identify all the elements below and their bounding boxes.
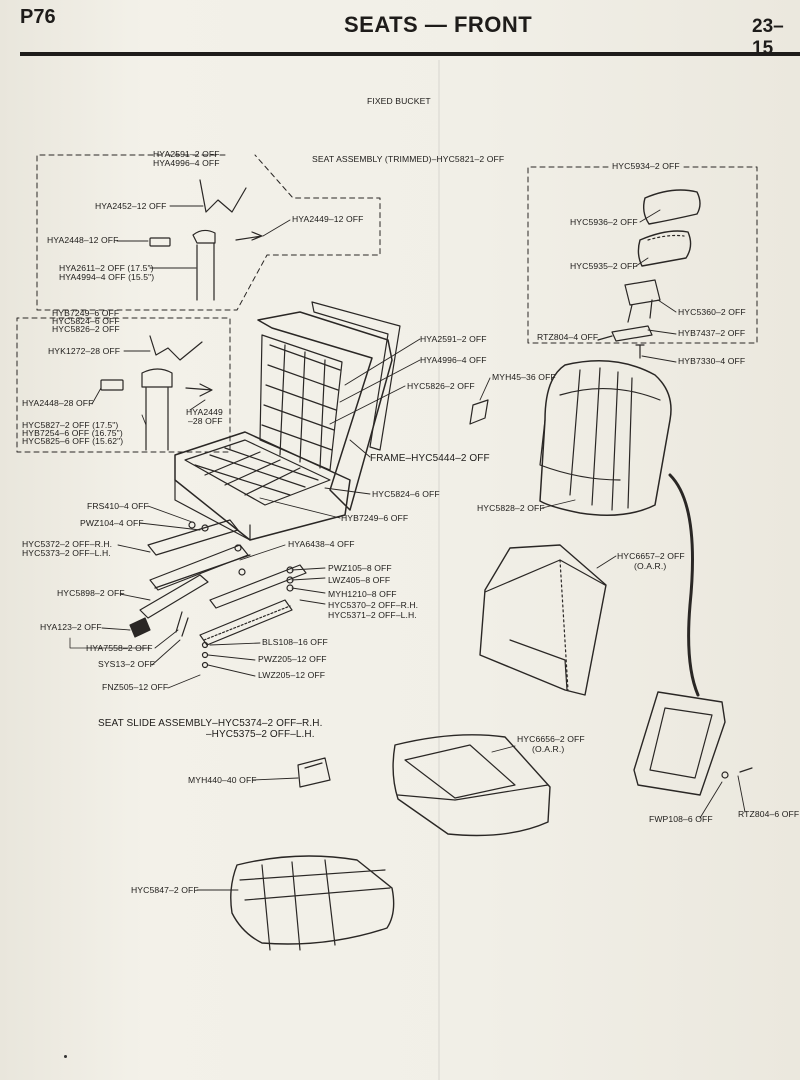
page-fold: [438, 60, 440, 1080]
label-hyc5373: HYC5373–2 OFF–L.H.: [22, 548, 111, 558]
seat-back-panel: [633, 691, 753, 796]
label-hyc5898: HYC5898–2 OFF: [57, 588, 125, 598]
label-hyc5824-left: HYC5824–6 OFF: [52, 316, 120, 326]
page-number: P76: [20, 6, 56, 28]
label-hya2448-top: HYA2448–12 OFF: [47, 235, 119, 245]
clip-myh440: [297, 757, 331, 788]
label-hya7558: HYA7558–2 OFF: [86, 643, 153, 653]
header-rule: [20, 52, 800, 56]
label-hya2452: HYA2452–12 OFF: [95, 201, 167, 211]
label-hyb7254: HYB7254–6 OFF (16.75"): [22, 428, 123, 438]
label-hyb7249-mid: HYB7249–6 OFF: [341, 513, 409, 523]
label-hya4996-mid: HYA4996–4 OFF: [420, 355, 487, 365]
label-rtz804-top: RTZ804–4 OFF: [537, 332, 599, 342]
label-rtz804-bottom: RTZ804–6 OFF: [738, 809, 800, 819]
seat-slide-parts: [129, 519, 307, 669]
label-hyc5360: HYC5360–2 OFF: [678, 307, 746, 317]
label-hya2591-mid: HYA2591–2 OFF: [420, 334, 487, 344]
leader-lines: [69, 205, 746, 891]
label-pwz105: PWZ105–8 OFF: [328, 563, 392, 573]
label-hyc5370: HYC5370–2 OFF–R.H.: [328, 600, 419, 610]
springs-top: [149, 179, 263, 301]
label-hyc5935: HYC5935–2 OFF: [570, 261, 638, 271]
springs-left: [100, 335, 213, 451]
label-pwz205: PWZ205–12 OFF: [258, 654, 327, 664]
label-hya6438: HYA6438–4 OFF: [288, 539, 355, 549]
spring-group-box-top: [36, 154, 381, 311]
label-seat-assembly: SEAT ASSEMBLY (TRIMMED)–HYC5821–2 OFF: [312, 154, 505, 164]
label-hyc5824-mid: HYC5824–6 OFF: [372, 489, 440, 499]
label-hya4996-top: HYA4996–4 OFF: [153, 158, 220, 168]
seat-back-trim: [479, 544, 607, 696]
label-hyc5826-left: HYC5826–2 OFF: [52, 324, 120, 334]
label-bls108: BLS108–16 OFF: [262, 637, 328, 647]
label-hyb7330: HYB7330–4 OFF: [678, 356, 746, 366]
label-lwz405: LWZ405–8 OFF: [328, 575, 391, 585]
label-hyk1272: HYK1272–28 OFF: [48, 346, 121, 356]
label-myh45: MYH45–36 OFF: [492, 372, 556, 382]
seat-cushion-trim: [230, 855, 395, 951]
label-hya2611: HYA2611–2 OFF (17.5"): [59, 263, 154, 273]
label-hyc5826-mid: HYC5826–2 OFF: [407, 381, 475, 391]
label-seat-slide-lh: –HYC5375–2 OFF–L.H.: [206, 729, 315, 740]
label-seat-slide-rh: SEAT SLIDE ASSEMBLY–HYC5374–2 OFF–R.H.: [98, 718, 323, 729]
label-lwz205: LWZ205–12 OFF: [258, 670, 326, 680]
seat-cushion: [392, 734, 551, 837]
seat-frame: [174, 301, 401, 541]
label-hyc6656-oar: (O.A.R.): [532, 744, 565, 754]
label-sys13: SYS13–2 OFF: [98, 659, 155, 669]
label-hya4994: HYA4994–4 OFF (15.5"): [59, 272, 155, 282]
label-pwz104: PWZ104–4 OFF: [80, 518, 144, 528]
headrest-group-box: [527, 166, 758, 344]
label-hyc5847: HYC5847–2 OFF: [131, 885, 199, 895]
headrest-parts: [597, 189, 701, 359]
spring-group-box-left: [16, 317, 231, 453]
label-hyc5371: HYC5371–2 OFF–L.H.: [328, 610, 417, 620]
label-myh440: MYH440–40 OFF: [188, 775, 257, 785]
label-hyc5828: HYC5828–2 OFF: [477, 503, 545, 513]
label-hya2449-top: HYA2449–12 OFF: [292, 214, 364, 224]
label-myh1210: MYH1210–8 OFF: [328, 589, 397, 599]
speck: [64, 1055, 67, 1058]
label-hyc6657: HYC6657–2 OFF: [617, 551, 685, 561]
label-hya2449-left: HYA2449: [186, 407, 223, 417]
label-hyc5936: HYC5936–2 OFF: [570, 217, 638, 227]
page-title: SEATS — FRONT: [344, 12, 533, 37]
label-frame: FRAME–HYC5444–2 OFF: [370, 453, 490, 464]
seat-back-cushion: [539, 360, 700, 697]
label-hyc5934: HYC5934–2 OFF: [612, 161, 680, 171]
label-hyc6657-oar: (O.A.R.): [634, 561, 667, 571]
label-hyc6656: HYC6656–2 OFF: [517, 734, 585, 744]
label-hyb7249-left: HYB7249–6 OFF: [52, 308, 120, 318]
exploded-parts-diagram: [16, 154, 758, 951]
label-fnz505: FNZ505–12 OFF: [102, 682, 169, 692]
label-hyc5825: HYC5825–6 OFF (15.62"): [22, 436, 124, 446]
diagram-subtitle: FIXED BUCKET: [367, 96, 431, 106]
clip-myh45: [469, 399, 489, 425]
label-hya123: HYA123–2 OFF: [40, 622, 102, 632]
label-hya2449-left-qty: –28 OFF: [188, 416, 223, 426]
label-hya2448-left: HYA2448–28 OFF: [22, 398, 94, 408]
label-frs410: FRS410–4 OFF: [87, 501, 149, 511]
label-fwp108: FWP108–6 OFF: [649, 814, 713, 824]
label-hya2591-top: HYA2591–2 OFF: [153, 149, 220, 159]
label-hyc5827: HYC5827–2 OFF (17.5"): [22, 420, 119, 430]
label-hyb7437: HYB7437–2 OFF: [678, 328, 746, 338]
label-hyc5372: HYC5372–2 OFF–R.H.: [22, 539, 113, 549]
